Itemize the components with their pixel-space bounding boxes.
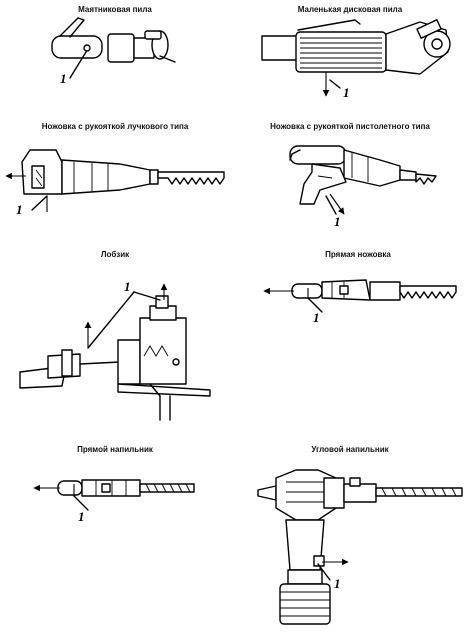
jigsaw-icon bbox=[19, 295, 211, 421]
angle-file-title: Угловой напильник bbox=[311, 445, 389, 454]
small-disc-saw-title: Маленькая дисковая пила bbox=[298, 5, 403, 14]
pendulum-saw-icon bbox=[51, 17, 176, 63]
bow-handle-hacksaw-callout: 1 bbox=[16, 202, 23, 217]
straight-file-callout: 1 bbox=[78, 509, 85, 524]
pistol-handle-hacksaw-callout: 1 bbox=[334, 214, 341, 229]
panel-bow-handle-hacksaw: Ножовка с рукояткой лучкового типа 1 bbox=[5, 122, 225, 217]
pistol-handle-hacksaw-title: Ножовка с рукояткой пистолетного типа bbox=[270, 122, 430, 131]
panel-straight-hacksaw: Прямая ножовка 1 bbox=[263, 250, 457, 325]
straight-file-title: Прямой напильник bbox=[77, 445, 154, 454]
straight-hacksaw-callout: 1 bbox=[313, 310, 320, 325]
pendulum-saw-callout: 1 bbox=[60, 71, 67, 86]
panel-straight-file: Прямой напильник 1 bbox=[33, 445, 195, 524]
straight-hacksaw-title: Прямая ножовка bbox=[325, 250, 391, 259]
straight-hacksaw-icon bbox=[291, 279, 457, 301]
small-disc-saw-callout: 1 bbox=[343, 85, 350, 100]
small-disc-saw-icon bbox=[261, 19, 451, 75]
jigsaw-title: Лобзик bbox=[101, 250, 130, 259]
panel-small-disc-saw: Маленькая дисковая пила 1 bbox=[261, 5, 451, 100]
panel-jigsaw: Лобзик 1 bbox=[19, 250, 211, 421]
bow-handle-hacksaw-icon bbox=[21, 149, 225, 195]
bow-handle-hacksaw-title: Ножовка с рукояткой лучкового типа bbox=[42, 122, 189, 131]
jigsaw-callout: 1 bbox=[124, 279, 131, 294]
panel-pendulum-saw: Маятниковая пила 1 bbox=[51, 5, 176, 86]
panel-angle-file: Угловой напильник 1 bbox=[257, 445, 463, 625]
pendulum-saw-title: Маятниковая пила bbox=[78, 5, 152, 14]
angle-file-icon bbox=[257, 469, 463, 625]
pistol-handle-hacksaw-icon bbox=[289, 145, 437, 205]
straight-file-icon bbox=[57, 479, 195, 497]
angle-file-callout: 1 bbox=[334, 576, 341, 591]
panel-pistol-handle-hacksaw: Ножовка с рукояткой пистолетного типа 1 bbox=[270, 122, 437, 229]
